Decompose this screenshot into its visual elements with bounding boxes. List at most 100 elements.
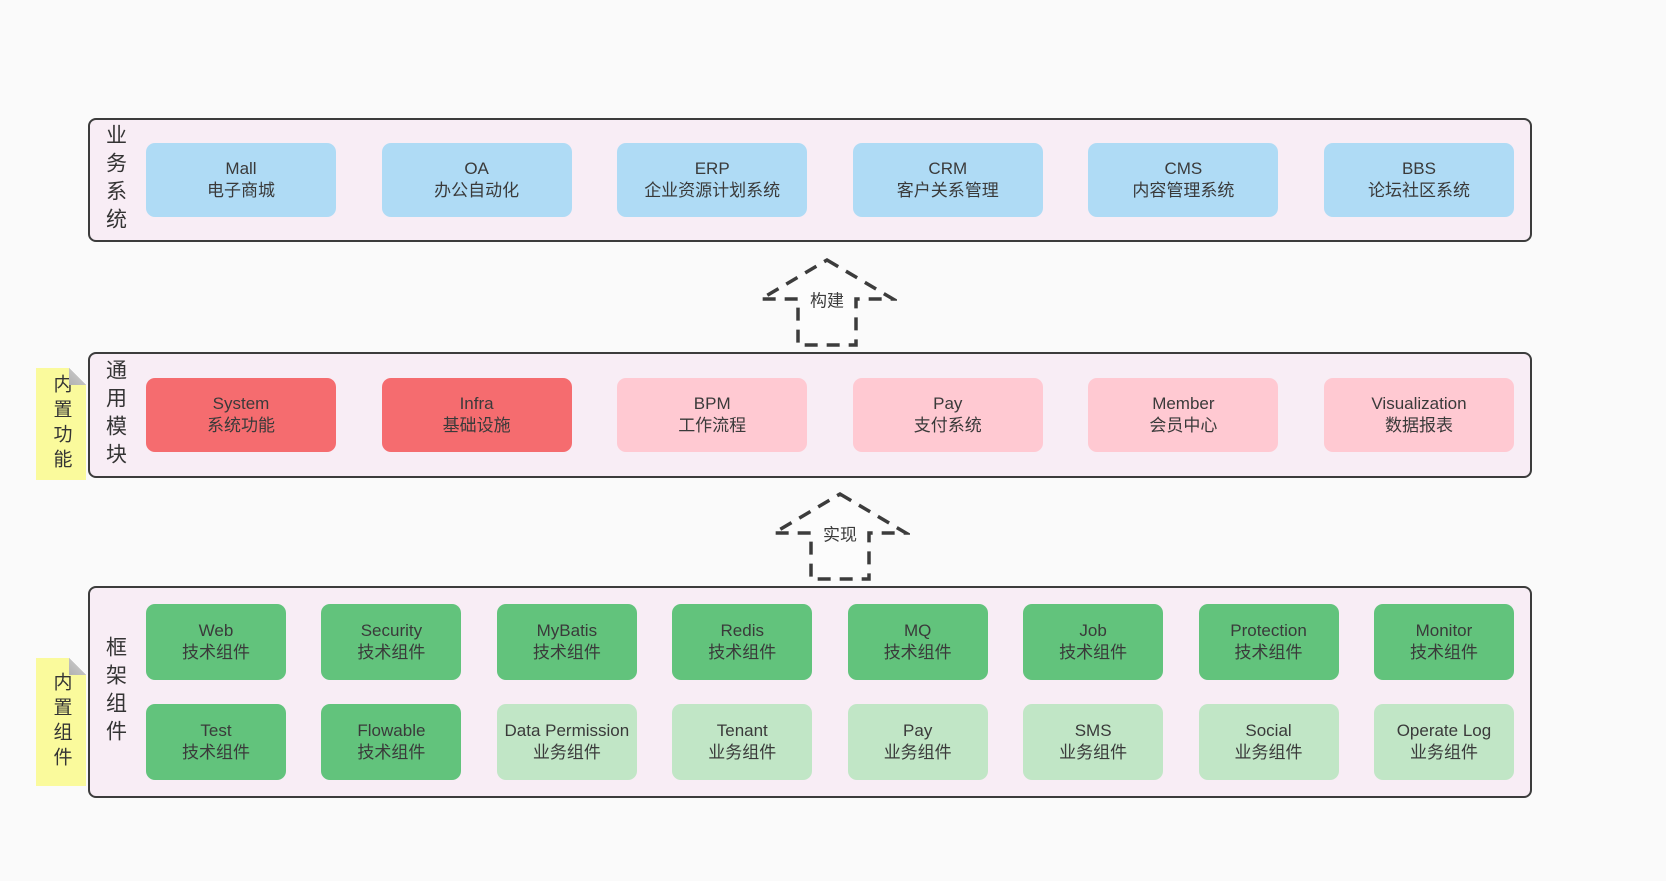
node-pay-component: Pay 业务组件 <box>847 704 988 780</box>
framework-row-technical: Web 技术组件 Security 技术组件 MyBatis 技术组件 Redi… <box>146 604 1514 680</box>
node-subtitle: 技术组件 <box>1059 643 1128 662</box>
node-title: MyBatis <box>536 620 598 640</box>
arrow-build-label: 构建 <box>805 284 849 314</box>
node-title: Monitor <box>1415 620 1473 640</box>
node-title: Protection <box>1230 620 1307 640</box>
node-title: SMS <box>1074 720 1112 740</box>
arrow-build: 构建 <box>757 255 897 349</box>
layer-label-common-modules: 通用模块 <box>103 359 127 471</box>
node-tenant: Tenant 业务组件 <box>672 704 813 780</box>
node-subtitle: 技术组件 <box>883 643 952 662</box>
layer-side-label-wrap: 框架组件 <box>90 588 140 796</box>
node-cms: CMS 内容管理系统 <box>1088 143 1279 217</box>
node-job: Job 技术组件 <box>1023 604 1164 680</box>
node-title: Tenant <box>716 720 768 740</box>
sticky-note-built-in-components: 内置组件 <box>36 658 86 786</box>
node-visualization: Visualization 数据报表 <box>1323 378 1514 452</box>
node-title: System <box>212 393 270 413</box>
node-title: Web <box>198 620 234 640</box>
node-bbs: BBS 论坛社区系统 <box>1323 143 1514 217</box>
layer-label-framework-components: 框架组件 <box>103 636 127 748</box>
node-title: CRM <box>928 158 968 178</box>
node-subtitle: 业务组件 <box>532 743 601 762</box>
node-pay-system: Pay 支付系统 <box>852 378 1043 452</box>
node-subtitle: 电子商城 <box>207 181 275 200</box>
node-title: Operate Log <box>1396 720 1492 740</box>
sticky-note-label: 内置组件 <box>50 672 72 772</box>
layer-side-label-wrap: 业务系统 <box>90 120 140 240</box>
node-subtitle: 内容管理系统 <box>1132 181 1235 200</box>
node-redis: Redis 技术组件 <box>672 604 813 680</box>
node-title: BPM <box>693 393 731 413</box>
arrow-implement: 实现 <box>770 489 910 583</box>
node-title: BBS <box>1401 158 1436 178</box>
node-mq: MQ 技术组件 <box>847 604 988 680</box>
node-subtitle: 业务组件 <box>883 743 952 762</box>
node-system: System 系统功能 <box>146 378 336 452</box>
node-member: Member 会员中心 <box>1088 378 1279 452</box>
node-subtitle: 论坛社区系统 <box>1367 181 1470 200</box>
node-protection: Protection 技术组件 <box>1198 604 1339 680</box>
node-subtitle: 技术组件 <box>1234 643 1303 662</box>
node-mall: Mall 电子商城 <box>146 143 336 217</box>
business-systems-boxes: Mall 电子商城 OA 办公自动化 ERP 企业资源计划系统 CRM 客户关系… <box>140 120 1530 240</box>
node-subtitle: 数据报表 <box>1384 416 1453 435</box>
node-title: OA <box>464 158 489 178</box>
node-title: CMS <box>1164 158 1203 178</box>
node-title: Job <box>1079 620 1107 640</box>
node-test: Test 技术组件 <box>146 704 286 780</box>
node-operate-log: Operate Log 业务组件 <box>1373 704 1514 780</box>
node-title: Mall <box>225 158 257 178</box>
framework-row-business: Test 技术组件 Flowable 技术组件 Data Permission … <box>146 704 1514 780</box>
node-social: Social 业务组件 <box>1198 704 1339 780</box>
node-mybatis: MyBatis 技术组件 <box>496 604 637 680</box>
node-subtitle: 技术组件 <box>1409 643 1478 662</box>
node-subtitle: 办公自动化 <box>434 181 520 200</box>
node-subtitle: 业务组件 <box>1059 743 1128 762</box>
node-sms: SMS 业务组件 <box>1023 704 1164 780</box>
sticky-note-built-in-functions: 内置功能 <box>36 368 86 480</box>
node-title: Pay <box>933 393 963 413</box>
common-modules-boxes: System 系统功能 Infra 基础设施 BPM 工作流程 Pay 支付系统… <box>140 354 1530 476</box>
node-infra: Infra 基础设施 <box>381 378 572 452</box>
node-subtitle: 技术组件 <box>357 743 426 762</box>
node-subtitle: 技术组件 <box>708 643 777 662</box>
node-title: Pay <box>903 720 933 740</box>
node-title: Visualization <box>1371 393 1467 413</box>
node-subtitle: 基础设施 <box>442 416 511 435</box>
node-title: Security <box>360 620 423 640</box>
node-title: Test <box>200 720 232 740</box>
node-subtitle: 支付系统 <box>913 416 982 435</box>
node-subtitle: 技术组件 <box>182 643 250 662</box>
node-title: Social <box>1245 720 1292 740</box>
node-subtitle: 系统功能 <box>207 416 275 435</box>
node-title: MQ <box>903 620 932 640</box>
arrow-implement-label: 实现 <box>818 518 862 548</box>
node-subtitle: 企业资源计划系统 <box>644 181 781 200</box>
layer-side-label-wrap: 通用模块 <box>90 354 140 476</box>
node-web: Web 技术组件 <box>146 604 286 680</box>
node-title: Flowable <box>357 720 426 740</box>
node-subtitle: 会员中心 <box>1149 416 1218 435</box>
node-title: Redis <box>720 620 764 640</box>
node-title: Data Permission <box>504 720 630 740</box>
layer-common-modules: 通用模块 System 系统功能 Infra 基础设施 BPM 工作流程 Pay… <box>88 352 1532 478</box>
node-subtitle: 技术组件 <box>182 743 250 762</box>
node-subtitle: 工作流程 <box>678 416 747 435</box>
layer-framework-components: 框架组件 Web 技术组件 Security 技术组件 MyBatis 技术组件… <box>88 586 1532 798</box>
sticky-note-label: 内置功能 <box>50 374 72 474</box>
node-oa: OA 办公自动化 <box>381 143 572 217</box>
node-subtitle: 业务组件 <box>708 743 777 762</box>
node-security: Security 技术组件 <box>321 604 462 680</box>
node-monitor: Monitor 技术组件 <box>1373 604 1514 680</box>
node-title: Member <box>1152 393 1215 413</box>
layer-label-business-systems: 业务系统 <box>103 124 127 236</box>
node-title: Infra <box>459 393 494 413</box>
node-subtitle: 业务组件 <box>1409 743 1478 762</box>
node-bpm: BPM 工作流程 <box>617 378 808 452</box>
node-title: ERP <box>694 158 730 178</box>
node-subtitle: 技术组件 <box>532 643 601 662</box>
layer-business-systems: 业务系统 Mall 电子商城 OA 办公自动化 ERP 企业资源计划系统 CRM… <box>88 118 1532 242</box>
node-data-permission: Data Permission 业务组件 <box>496 704 637 780</box>
node-subtitle: 客户关系管理 <box>896 181 999 200</box>
